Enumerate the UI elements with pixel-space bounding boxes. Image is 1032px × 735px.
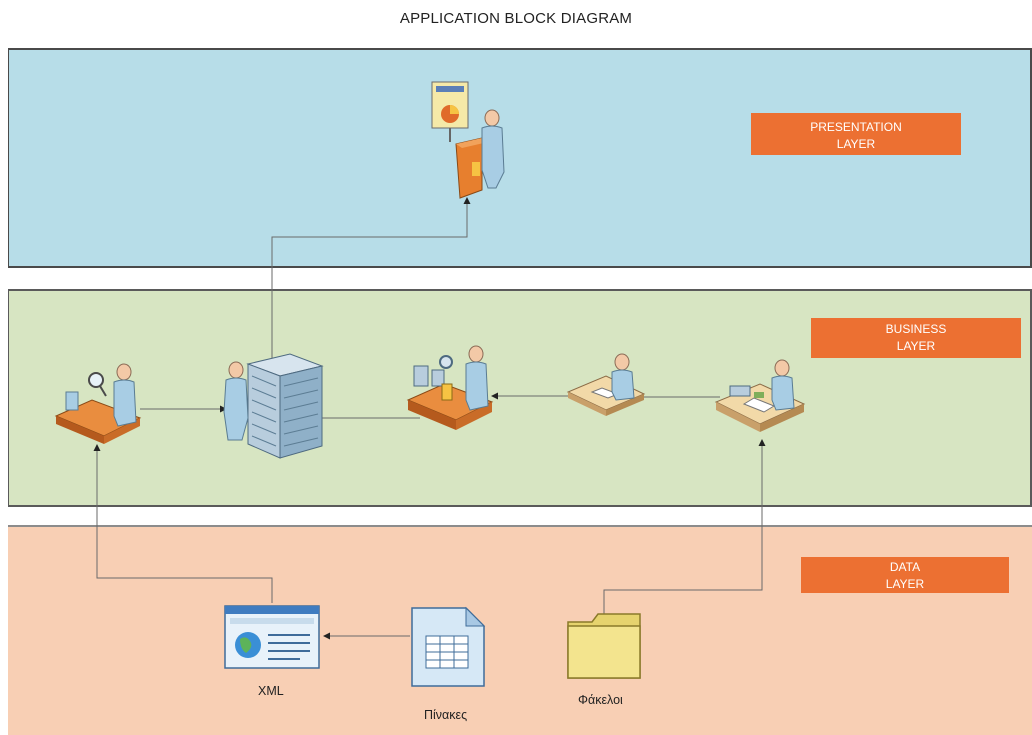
web-page-icon: [224, 605, 320, 669]
diagram-title: APPLICATION BLOCK DIAGRAM: [399, 10, 633, 27]
tables-caption: Πίνακες: [424, 708, 468, 722]
data-label-line1: DATA: [889, 560, 921, 574]
assembly-line-inspector-icon: [54, 363, 142, 444]
presentation-label-line2: LAYER: [836, 137, 876, 151]
data-layer-label: DATA LAYER: [801, 557, 1009, 593]
xml-caption: XML: [258, 684, 284, 698]
presentation-layer-band: [8, 48, 1032, 268]
folders-caption: Φάκελοι: [578, 693, 623, 707]
business-label-line1: BUSINESS: [885, 322, 947, 336]
presentation-layer-label: PRESENTATION LAYER: [751, 113, 961, 155]
server-rack-operator-icon: [223, 353, 324, 459]
business-label-line2: LAYER: [896, 339, 936, 353]
processing-line-worker-icon: [406, 345, 494, 430]
data-label-line2: LAYER: [885, 577, 925, 591]
desk-worker-icon: [566, 353, 646, 416]
office-desk-worker-icon: [714, 359, 806, 432]
presenter-podium-icon: [431, 81, 505, 199]
presentation-label-line1: PRESENTATION: [810, 120, 902, 134]
business-layer-label: BUSINESS LAYER: [811, 318, 1021, 358]
folder-icon: [567, 613, 641, 679]
table-document-icon: [411, 606, 486, 687]
